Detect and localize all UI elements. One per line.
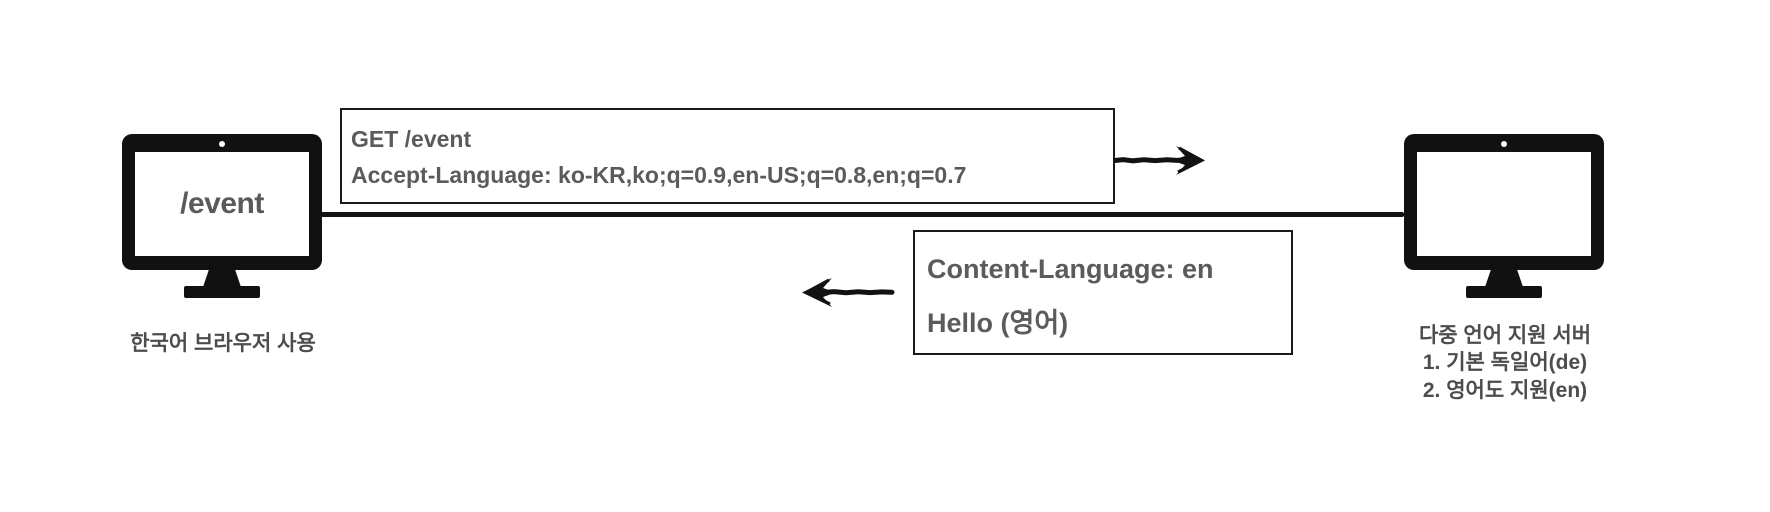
server-caption-item-2: 2. 영어도 지원(en) — [1422, 378, 1588, 402]
request-line-accept-language: Accept-Language: ko-KR,ko;q=0.9,en-US;q=… — [351, 162, 967, 188]
left-arrow-icon — [802, 278, 895, 307]
server-caption-item-1: 1. 기본 독일어(de) — [1422, 351, 1588, 375]
client-caption-line: 한국어 브라우저 사용 — [130, 332, 316, 355]
request-message-box: GET /event Accept-Language: ko-KR,ko;q=0… — [340, 108, 1115, 204]
server-monitor-icon — [1404, 134, 1604, 298]
webcam-dot-icon — [1501, 141, 1507, 147]
request-line-method: GET /event — [351, 126, 472, 152]
server-caption-title: 다중 언어 지원 서버 — [1418, 324, 1592, 347]
client-monitor-icon: /event — [122, 134, 322, 298]
connection-line — [318, 212, 1404, 217]
response-line-content-language: Content-Language: en — [927, 254, 1214, 284]
response-line-body: Hello (영어) — [927, 308, 1069, 338]
client-screen: /event — [135, 152, 309, 256]
monitor-base — [1466, 286, 1542, 298]
right-arrow-icon — [1112, 146, 1205, 175]
client-caption: 한국어 브라우저 사용 — [0, 330, 446, 357]
server-screen — [1417, 152, 1591, 256]
request-arrow-right-icon — [1112, 140, 1213, 180]
response-message-box: Content-Language: en Hello (영어) — [913, 230, 1293, 355]
client-screen-text: /event — [180, 187, 264, 220]
webcam-dot-icon — [219, 141, 225, 147]
monitor-base — [184, 286, 260, 298]
response-arrow-left-icon — [786, 272, 896, 312]
server-caption: 다중 언어 지원 서버 1. 기본 독일어(de) 2. 영어도 지원(en) — [1280, 322, 1730, 404]
